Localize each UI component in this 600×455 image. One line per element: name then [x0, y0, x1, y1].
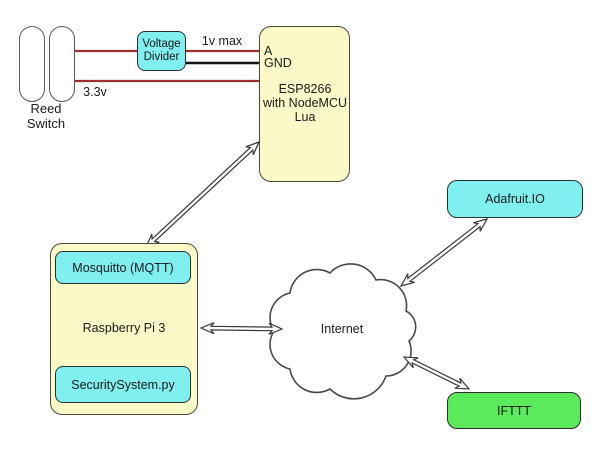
internet-cloud [269, 263, 417, 400]
adafruit-io-box: Adafruit.IO [447, 180, 583, 218]
esp8266-box [259, 26, 350, 182]
wire-label-3v3: 3.3v [83, 85, 107, 99]
arrow-internet-adafruit [399, 218, 489, 287]
voltage-divider-label-line1: Voltage [142, 38, 181, 50]
mosquitto-box: Mosquitto (MQTT) [55, 251, 191, 284]
reed-switch-magnet-left [19, 26, 45, 102]
esp8266-pin-a: A [264, 44, 273, 58]
ifttt-label: IFTTT [496, 403, 531, 418]
esp8266-pin-gnd: GND [264, 56, 292, 70]
wire-label-1v-max: 1v max [201, 34, 243, 48]
voltage-divider-box: Voltage Divider [137, 31, 186, 71]
esp8266-label-line2: with NodeMCU [262, 96, 348, 110]
adafruit-io-label: Adafruit.IO [485, 192, 545, 206]
arrow-internet-ifttt [402, 356, 471, 390]
esp8266-label: ESP8266 with NodeMCU Lua [263, 82, 347, 124]
mosquitto-label: Mosquitto (MQTT) [72, 260, 174, 275]
security-system-label: SecuritySystem.py [71, 377, 175, 392]
arrow-raspberrypi-internet [199, 322, 284, 335]
reed-switch-label-line1: Reed [30, 101, 62, 116]
voltage-divider-label-line2: Divider [143, 51, 180, 63]
voltage-divider-label: Voltage Divider [142, 38, 180, 64]
ifttt-box: IFTTT [447, 392, 581, 429]
esp8266-label-line1: ESP8266 [278, 82, 332, 96]
arrow-esp8266-raspberrypi [144, 140, 261, 249]
internet-label: Internet [320, 322, 364, 336]
reed-switch-label: Reed Switch [27, 101, 65, 131]
esp8266-label-line3: Lua [294, 110, 316, 124]
security-system-box: SecuritySystem.py [55, 366, 191, 403]
reed-switch-label-line2: Switch [26, 116, 66, 131]
reed-switch-magnet-right [49, 26, 75, 102]
raspberry-pi-label: Raspberry Pi 3 [82, 321, 166, 335]
